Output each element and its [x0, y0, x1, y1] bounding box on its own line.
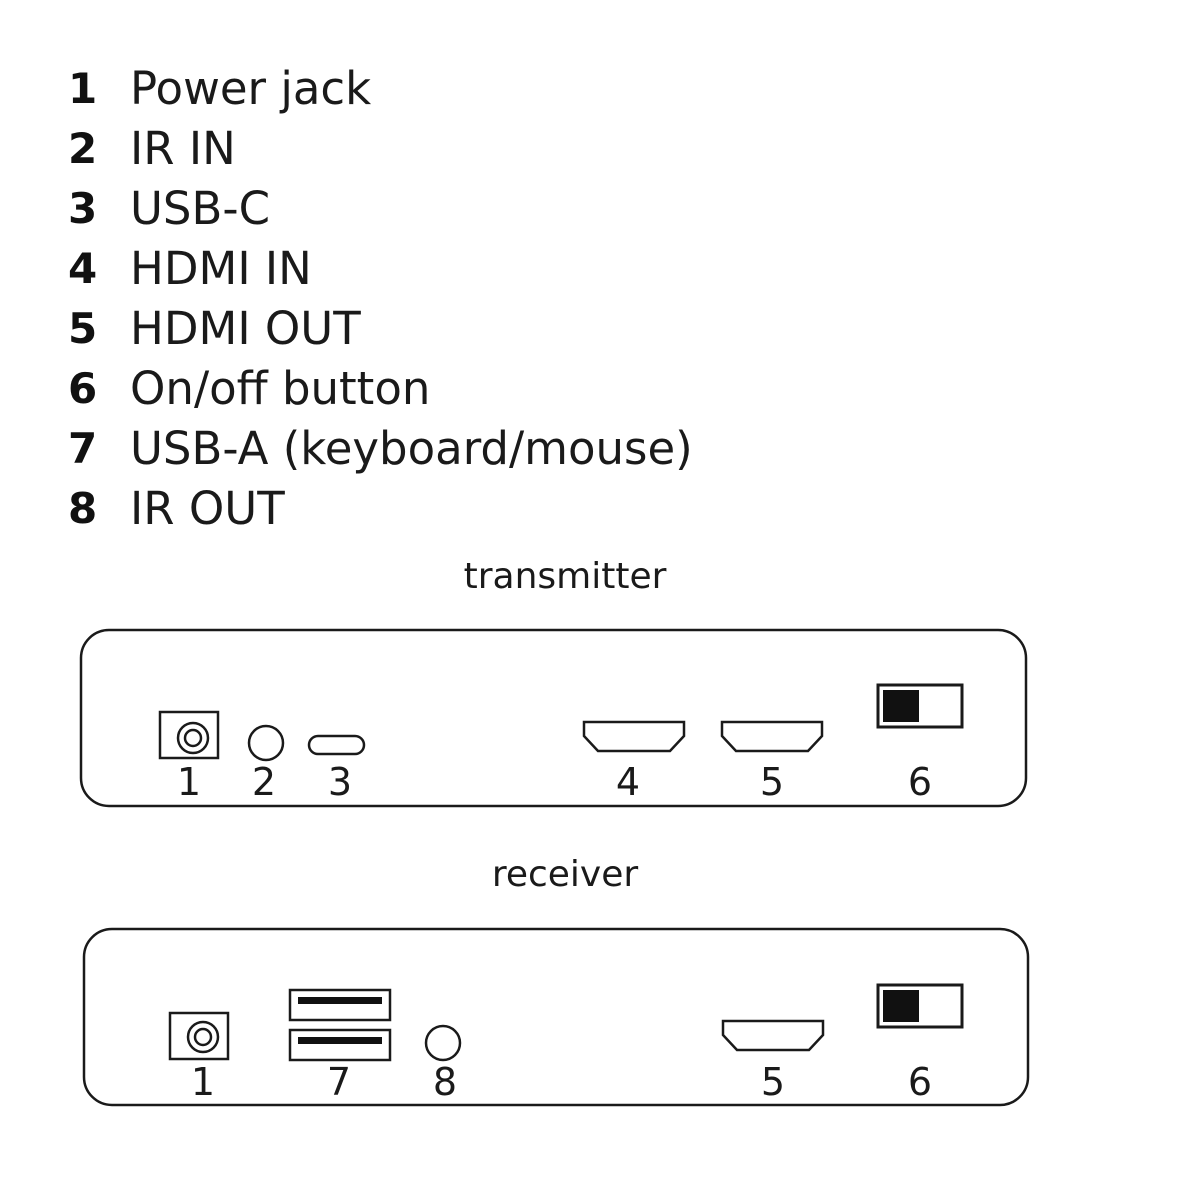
- legend-item: 8 IR OUT: [68, 478, 693, 538]
- port-label: 8: [433, 1060, 457, 1104]
- legend-item: 1 Power jack: [68, 58, 693, 118]
- receiver-title: receiver: [491, 854, 639, 895]
- legend-number: 5: [68, 303, 98, 353]
- legend-number: 3: [68, 183, 98, 233]
- legend-label: Power jack: [130, 61, 372, 115]
- legend-number: 7: [68, 423, 98, 473]
- port-label: 5: [761, 1060, 785, 1104]
- hdmi-out-port-icon: [720, 720, 824, 753]
- receiver-panel: 1 7 8 5 6: [82, 927, 1030, 1107]
- power-jack-icon: [168, 1011, 230, 1061]
- usb-a-port-icon: [288, 988, 392, 1022]
- transmitter-title: transmitter: [463, 556, 667, 597]
- port-label: 3: [328, 760, 352, 804]
- legend-number: 2: [68, 123, 98, 173]
- transmitter-housing: [79, 628, 1028, 808]
- power-switch-icon: [876, 983, 964, 1029]
- port-label: 1: [191, 1060, 215, 1104]
- port-label: 2: [252, 760, 276, 804]
- power-jack-icon: [158, 710, 220, 760]
- legend-label: USB-C: [130, 181, 271, 235]
- usb-c-port-icon: [307, 734, 366, 756]
- hdmi-out-port-icon: [721, 1019, 825, 1052]
- power-switch-icon: [876, 683, 964, 729]
- legend-item: 3 USB-C: [68, 178, 693, 238]
- port-label: 6: [908, 760, 932, 804]
- receiver-housing: [82, 927, 1030, 1107]
- legend: 1 Power jack 2 IR IN 3 USB-C 4 HDMI IN 5…: [68, 58, 693, 538]
- legend-item: 2 IR IN: [68, 118, 693, 178]
- usb-a-port-icon: [288, 1028, 392, 1062]
- legend-label: USB-A (keyboard/mouse): [130, 421, 693, 475]
- legend-number: 4: [68, 243, 98, 293]
- legend-number: 6: [68, 363, 98, 413]
- ir-out-port-icon: [424, 1024, 462, 1062]
- ir-in-port-icon: [247, 724, 285, 762]
- port-label: 7: [327, 1060, 351, 1104]
- legend-label: HDMI IN: [130, 241, 312, 295]
- legend-item: 7 USB-A (keyboard/mouse): [68, 418, 693, 478]
- port-label: 6: [908, 1060, 932, 1104]
- transmitter-panel: 1 2 3 4 5 6: [79, 628, 1028, 808]
- legend-label: IR IN: [130, 121, 236, 175]
- legend-label: On/off button: [130, 361, 431, 415]
- legend-item: 4 HDMI IN: [68, 238, 693, 298]
- port-label: 1: [177, 760, 201, 804]
- port-label: 5: [760, 760, 784, 804]
- legend-item: 6 On/off button: [68, 358, 693, 418]
- port-label: 4: [616, 760, 640, 804]
- legend-label: IR OUT: [130, 481, 285, 535]
- legend-number: 1: [68, 63, 98, 113]
- legend-label: HDMI OUT: [130, 301, 361, 355]
- legend-number: 8: [68, 483, 98, 533]
- hdmi-in-port-icon: [582, 720, 686, 753]
- legend-item: 5 HDMI OUT: [68, 298, 693, 358]
